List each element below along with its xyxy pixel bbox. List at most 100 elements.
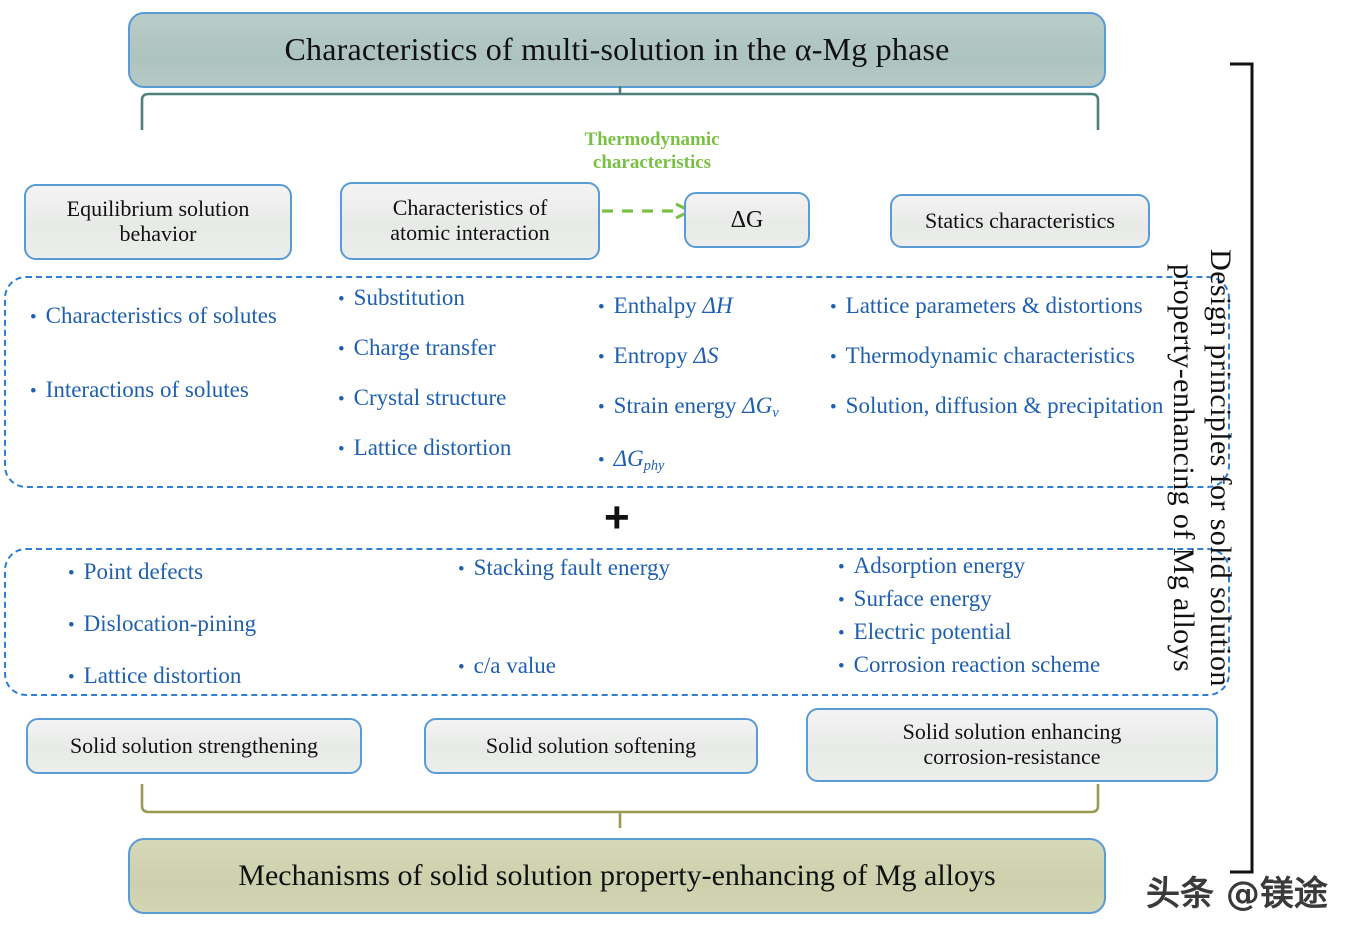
box-corrosion-line1: Solid solution enhancing	[902, 719, 1122, 745]
box-atomic-line2: atomic interaction	[390, 220, 550, 245]
thermo-label-line1: Thermodynamic	[584, 129, 720, 150]
bullet-dot-icon: •	[838, 656, 845, 678]
right-side-vertical-caption: Design principles for solid solution pro…	[1146, 62, 1258, 874]
diagram-title-box: Characteristics of multi-solution in the…	[128, 12, 1106, 88]
list-item: • Corrosion reaction scheme	[838, 653, 1100, 677]
list-item: • Dislocation-pining	[68, 611, 257, 637]
list-item-label: Lattice parameters & distortions	[845, 293, 1143, 318]
vertical-caption-lines: Design principles for solid solution pro…	[1165, 249, 1240, 687]
box-solid-solution-enhancing-corrosion-resistance[interactable]: Solid solution enhancing corrosion-resis…	[806, 708, 1218, 782]
list-item-label: Electric potential	[853, 619, 1012, 645]
list-item-label: Characteristics of solutes	[45, 303, 277, 328]
box-statics-label: Statics characteristics	[925, 207, 1115, 233]
panel-top-column-3: • Enthalpy ΔH • Entropy ΔS • Strain ener…	[598, 293, 779, 500]
bullet-dot-icon: •	[830, 397, 837, 419]
bullet-dot-icon: •	[830, 347, 837, 369]
box-delta-g-label: ΔG	[730, 206, 764, 233]
list-item-label: ΔGphy	[613, 446, 665, 475]
list-item-label: Lattice distortion	[83, 663, 242, 689]
thermo-label-line2: characteristics	[592, 152, 712, 174]
panel-bottom-column-2: • Stacking fault energy • c/a value	[458, 555, 670, 679]
list-item-label: Thermodynamic characteristics	[845, 343, 1135, 369]
list-item-label: Corrosion reaction scheme	[853, 652, 1101, 678]
diagram-bottom-title-box: Mechanisms of solid solution property-en…	[128, 838, 1106, 914]
list-item: • c/a value	[458, 653, 670, 679]
bullet-dot-icon: •	[838, 623, 845, 645]
box-corrosion-line2: corrosion-resistance	[923, 744, 1101, 769]
column-spacer	[458, 580, 670, 654]
panel-top-column-4: • Lattice parameters & distortions • The…	[830, 293, 1163, 444]
list-item-label: Crystal structure	[353, 385, 507, 411]
vertical-caption-line2: property-enhancing of Mg alloys	[1167, 263, 1200, 673]
list-item: • Crystal structure	[338, 386, 511, 410]
box-softening-label: Solid solution softening	[485, 732, 697, 758]
box-solid-solution-strengthening[interactable]: Solid solution strengthening	[26, 718, 362, 774]
list-item-label: Lattice distortion	[353, 435, 512, 461]
bullet-dot-icon: •	[338, 439, 345, 461]
list-item: • Adsorption energy	[838, 553, 1100, 578]
bullet-dot-icon: •	[838, 557, 845, 578]
thermodynamic-characteristics-label: Thermodynamic characteristics	[566, 128, 738, 174]
list-item: • ΔGphy	[598, 447, 779, 474]
box-solid-solution-softening[interactable]: Solid solution softening	[424, 718, 758, 774]
box-corrosion-label: Solid solution enhancing corrosion-resis…	[903, 720, 1122, 769]
list-item: • Lattice parameters & distortions	[830, 293, 1163, 318]
list-item-label: Dislocation-pining	[83, 611, 257, 637]
bullet-dot-icon: •	[30, 381, 37, 403]
list-item: • Lattice distortion	[338, 436, 511, 460]
panel-mechanism-attributes: • Point defects • Dislocation-pining • L…	[4, 548, 1230, 696]
panel-thermodynamic-attributes: • Characteristics of solutes • Interacti…	[4, 276, 1230, 488]
list-item: • Characteristics of solutes	[30, 303, 277, 328]
bullet-dot-icon: •	[598, 397, 605, 419]
bullet-dot-icon: •	[830, 297, 837, 318]
list-item: • Surface energy	[838, 586, 1100, 612]
box-atomic-line1: Characteristics of	[392, 195, 548, 221]
bullet-dot-icon: •	[338, 339, 345, 361]
box-equilibrium-line2: behavior	[119, 221, 197, 246]
list-item: • Enthalpy ΔH	[598, 293, 779, 318]
list-item: • Charge transfer	[338, 335, 511, 361]
list-item-label: Stacking fault energy	[473, 555, 670, 580]
list-item: • Point defects	[68, 559, 256, 584]
list-item: • Lattice distortion	[68, 664, 256, 688]
list-item-label: Interactions of solutes	[45, 377, 249, 403]
list-item-label: Charge transfer	[353, 335, 496, 361]
box-statics-characteristics[interactable]: Statics characteristics	[890, 194, 1150, 248]
list-item: • Stacking fault energy	[458, 555, 670, 580]
list-item-label: c/a value	[473, 653, 557, 679]
bullet-dot-icon: •	[68, 563, 75, 584]
list-item: • Interactions of solutes	[30, 377, 277, 403]
bullet-dot-icon: •	[598, 297, 605, 318]
panel-bottom-column-3: • Adsorption energy • Surface energy • E…	[838, 553, 1100, 687]
box-characteristics-of-atomic-interaction[interactable]: Characteristics of atomic interaction	[340, 182, 600, 260]
list-item-label: Adsorption energy	[853, 553, 1026, 578]
list-item-label: Enthalpy ΔH	[613, 293, 733, 318]
vertical-caption-line1: Design principles for solid solution	[1204, 249, 1238, 687]
list-item: • Strain energy ΔGv	[598, 394, 779, 421]
panel-top-column-1: • Characteristics of solutes • Interacti…	[30, 303, 277, 452]
bullet-dot-icon: •	[338, 289, 345, 310]
bullet-dot-icon: •	[68, 667, 75, 689]
bracket-bottom	[140, 784, 1100, 828]
bullet-dot-icon: •	[838, 590, 845, 612]
panel-top-column-2: • Substitution • Charge transfer • Cryst…	[338, 285, 511, 487]
box-strengthening-label: Solid solution strengthening	[69, 732, 319, 758]
list-item-label: Surface energy	[853, 586, 992, 612]
diagram-bottom-title-text: Mechanisms of solid solution property-en…	[238, 859, 996, 893]
list-item-label: Point defects	[83, 559, 204, 584]
bullet-dot-icon: •	[598, 450, 605, 472]
box-equilibrium-solution-behavior[interactable]: Equilibrium solution behavior	[24, 184, 292, 260]
plus-operator: +	[604, 493, 630, 542]
green-dashed-arrow-icon	[602, 202, 694, 220]
list-item-label: Substitution	[353, 285, 465, 310]
bullet-dot-icon: •	[30, 307, 37, 328]
panel-bottom-column-1: • Point defects • Dislocation-pining • L…	[68, 559, 257, 716]
bullet-dot-icon: •	[68, 615, 75, 637]
list-item: • Substitution	[338, 285, 511, 310]
list-item-label: Strain energy ΔGv	[613, 393, 779, 422]
list-item: • Solution, diffusion & precipitation	[830, 394, 1163, 418]
list-item-label: Solution, diffusion & precipitation	[845, 393, 1164, 419]
box-delta-g[interactable]: ΔG	[684, 192, 810, 248]
list-item: • Electric potential	[838, 620, 1100, 644]
